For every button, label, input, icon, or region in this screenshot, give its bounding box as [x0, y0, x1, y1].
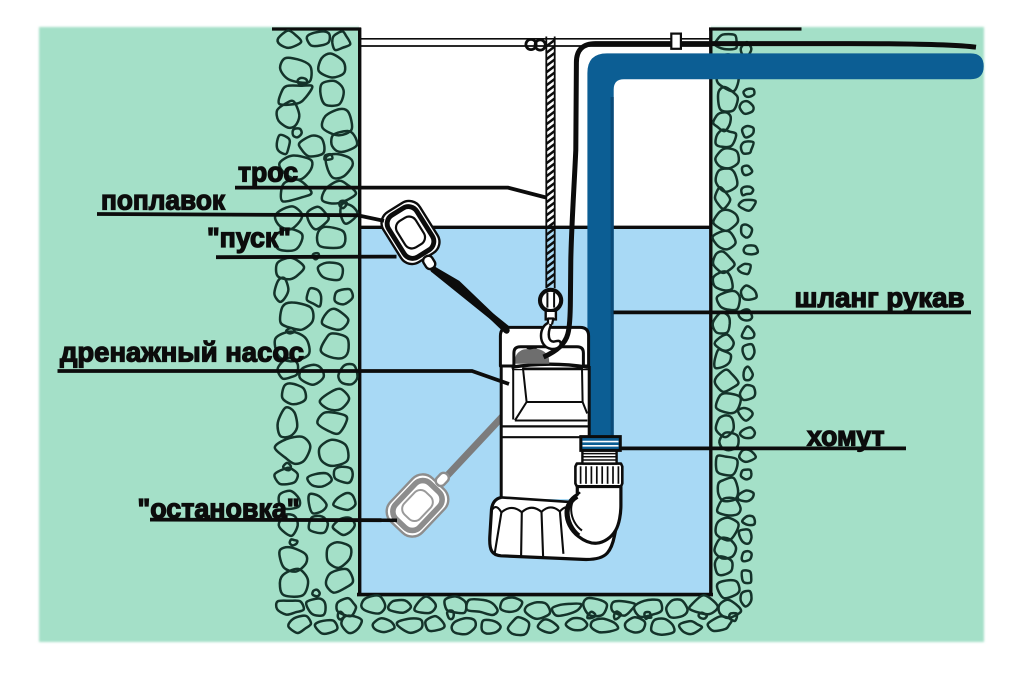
- svg-text:хомут: хомут: [807, 421, 885, 452]
- svg-text:"остановка": "остановка": [138, 493, 300, 524]
- svg-text:поплавок: поплавок: [101, 184, 226, 215]
- svg-text:"пуск": "пуск": [207, 222, 291, 253]
- svg-text:шланг рукав: шланг рукав: [795, 282, 965, 313]
- svg-text:трос: трос: [238, 157, 298, 188]
- svg-text:дренажный насос: дренажный насос: [60, 337, 304, 368]
